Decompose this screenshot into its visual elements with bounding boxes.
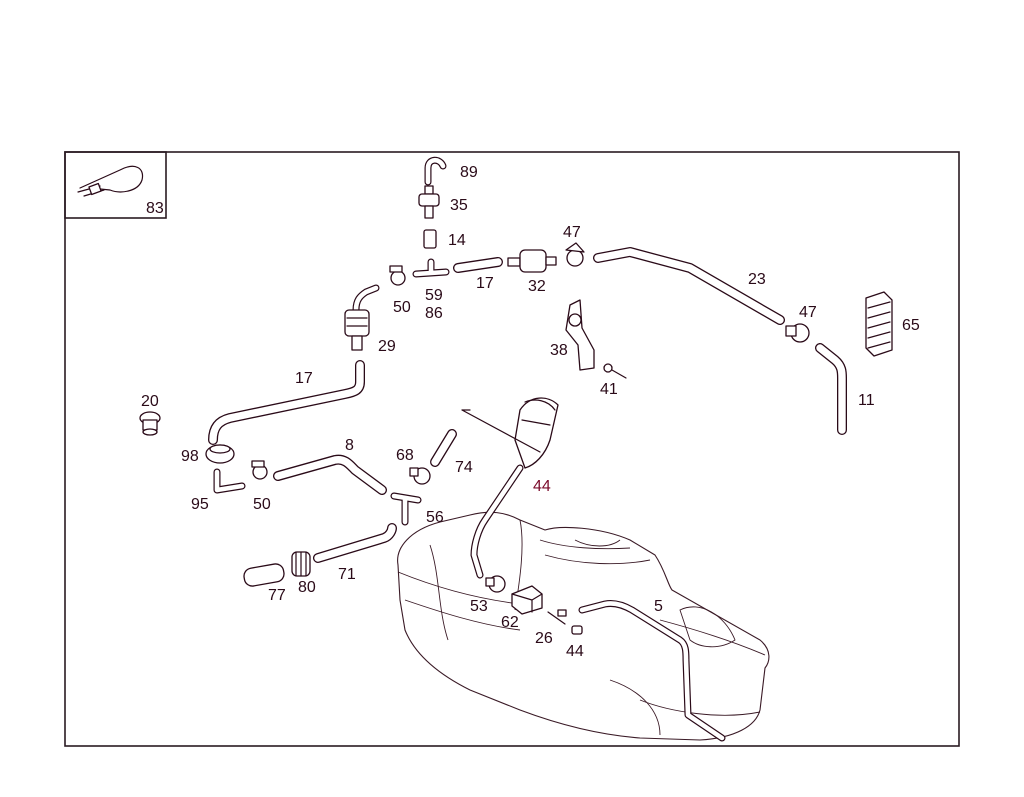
inset-box-83 [64,151,167,219]
label-71: 71 [338,566,356,583]
grommet-98 [205,444,235,464]
pipe-5 [578,600,726,742]
tee-connector-59 [412,258,450,278]
hose-17-lower [208,360,365,445]
label-62: 62 [501,614,519,631]
clip-holder-65 [865,291,893,357]
bracket-38 [565,299,595,371]
label-17-upper: 17 [476,275,494,292]
label-50-upper: 50 [393,299,411,316]
screw-26 [547,609,567,625]
label-17-lower: 17 [295,370,313,387]
hose-74 [430,429,457,467]
valve-29 [344,284,380,351]
label-32: 32 [528,278,546,295]
label-8: 8 [345,437,354,454]
bolt-41 [603,363,627,379]
valve-block-62 [511,585,543,615]
hose-17-upper [453,257,503,273]
cable-tie-83 [77,165,144,197]
hose-clamp-50-lower [251,460,268,480]
label-41: 41 [600,381,618,398]
label-26: 26 [535,630,553,647]
hose-77 [243,563,285,587]
clamp-68 [409,467,431,485]
label-38: 38 [550,342,568,359]
label-77: 77 [268,587,286,604]
label-20: 20 [141,393,159,410]
hook-hose-89 [424,156,447,186]
label-68: 68 [396,447,414,464]
label-98: 98 [181,448,199,465]
label-44-lower: 44 [566,643,584,660]
hose-44-long [470,464,524,579]
label-29: 29 [378,338,396,355]
label-47-upper: 47 [563,224,581,241]
hose-71 [313,523,397,563]
label-83: 83 [146,200,164,217]
label-50-lower: 50 [253,496,271,513]
sleeve-44-small [571,625,583,635]
tee-connector-56 [390,492,422,526]
label-35: 35 [450,197,468,214]
clip-47-upper [565,242,585,267]
grommet-20 [139,411,161,436]
label-23: 23 [748,271,766,288]
label-56: 56 [426,509,444,526]
filler-neck [461,397,559,469]
hose-23 [593,247,785,325]
label-59: 59 [425,287,443,304]
label-95: 95 [191,496,209,513]
label-80: 80 [298,579,316,596]
fuel-filter-32 [507,249,557,273]
sleeve-14 [423,229,437,249]
diagram-frame [64,151,960,747]
fuel-tank [397,511,770,741]
label-65: 65 [902,317,920,334]
label-11: 11 [858,392,875,409]
label-14: 14 [448,232,466,249]
label-5: 5 [654,598,663,615]
grommet-80 [291,551,311,577]
hose-clamp-50-upper [389,265,406,286]
clip-47-right [785,323,810,343]
label-47-right: 47 [799,304,817,321]
label-74: 74 [455,459,473,476]
check-valve-35 [418,185,440,219]
label-86: 86 [425,305,443,322]
hose-8 [273,454,387,495]
label-44-upper: 44 [533,478,551,495]
hose-11 [815,343,847,435]
label-89: 89 [460,164,478,181]
label-53: 53 [470,598,488,615]
elbow-hose-95 [213,468,246,494]
clamp-53 [485,575,506,593]
